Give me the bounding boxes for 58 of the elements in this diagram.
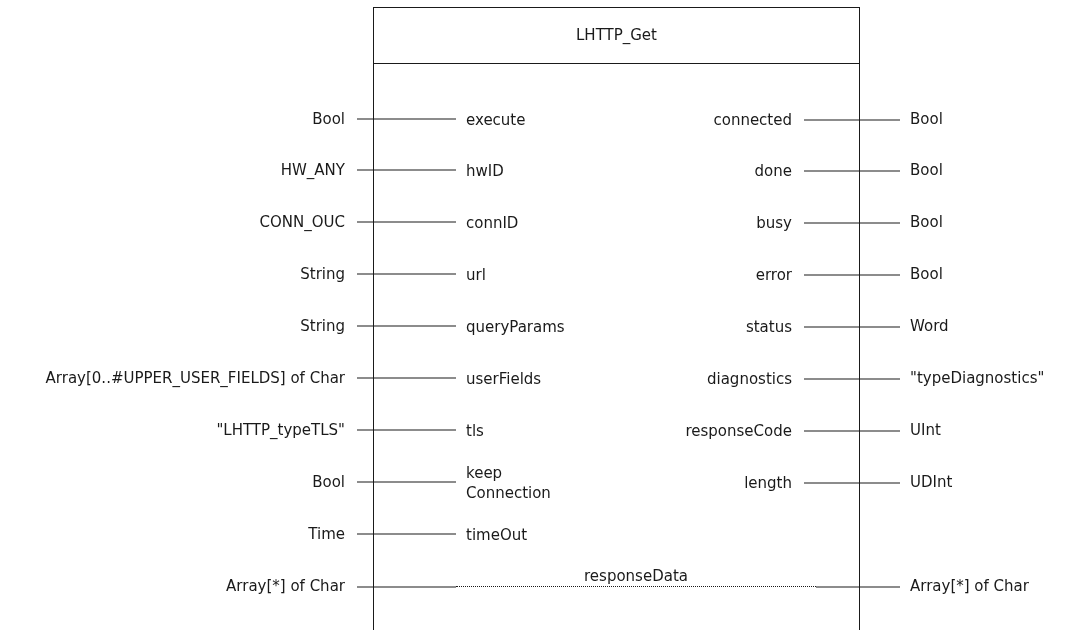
data-type-label: Array[0..#UPPER_USER_FIELDS] of Char [45, 368, 345, 388]
data-type-label: "typeDiagnostics" [910, 368, 1045, 388]
parameter-label: status [745, 317, 792, 337]
connection-line [356, 273, 457, 275]
parameter-label: tls [466, 421, 484, 441]
connection-line [803, 378, 901, 380]
parameter-label: keep Connection [466, 463, 576, 503]
parameter-label: queryParams [466, 317, 565, 337]
parameter-label: execute [466, 110, 526, 130]
data-type-label: "LHTTP_typeTLS" [216, 420, 345, 440]
function-block [373, 7, 860, 630]
connection-line [356, 377, 457, 379]
data-type-label: Bool [312, 472, 345, 492]
parameter-label: userFields [466, 369, 542, 389]
connection-line [356, 481, 457, 483]
data-type-label: Array[*] of Char [910, 576, 1029, 596]
connection-line [803, 326, 901, 328]
data-type-label: Time [308, 524, 345, 544]
connection-line [356, 533, 457, 535]
connection-line [803, 430, 901, 432]
data-type-label: UDInt [910, 472, 953, 492]
data-type-label: Bool [910, 160, 943, 180]
parameter-label: hwID [466, 161, 504, 181]
parameter-label: length [744, 473, 792, 493]
connection-line [803, 482, 901, 484]
data-type-label: String [300, 264, 345, 284]
data-type-label: Bool [910, 212, 943, 232]
data-type-label: HW_ANY [280, 160, 345, 180]
data-type-label: Array[*] of Char [226, 576, 345, 596]
parameter-label: done [754, 161, 792, 181]
connection-line [356, 221, 457, 223]
connection-line [803, 170, 901, 172]
parameter-label: error [755, 265, 792, 285]
data-type-label: CONN_OUC [259, 212, 345, 232]
data-type-label: UInt [910, 420, 941, 440]
parameter-label: timeOut [466, 525, 528, 545]
parameter-label: responseCode [685, 421, 792, 441]
block-title: LHTTP_Get [374, 8, 859, 64]
data-type-label: Word [910, 316, 949, 336]
parameter-label: diagnostics [707, 369, 792, 389]
data-type-label: Bool [910, 109, 943, 129]
connection-line [356, 169, 457, 171]
connection-line [356, 429, 457, 431]
connection-line [356, 586, 457, 588]
connection-line [356, 118, 457, 120]
parameter-label: busy [756, 213, 792, 233]
parameter-label: url [466, 265, 486, 285]
parameter-label: connected [713, 110, 792, 130]
connection-line [815, 586, 901, 588]
data-type-label: String [300, 316, 345, 336]
connection-line [803, 274, 901, 276]
inout-parameter: responseData [456, 563, 816, 587]
data-type-label: Bool [312, 109, 345, 129]
data-type-label: Bool [910, 264, 943, 284]
connection-line [803, 222, 901, 224]
connection-line [356, 325, 457, 327]
connection-line [803, 119, 901, 121]
parameter-label: connID [466, 213, 519, 233]
